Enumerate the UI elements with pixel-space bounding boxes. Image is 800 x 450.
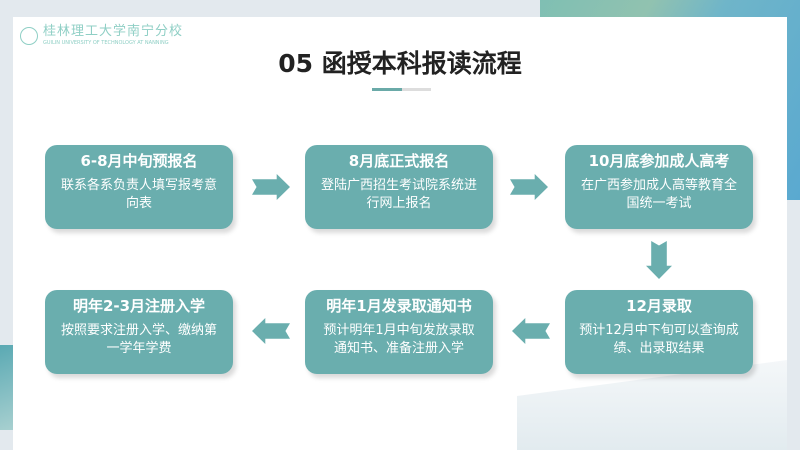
step-title: 12月录取 (626, 297, 692, 315)
step-desc: 在广西参加成人高等教育全国统一考试 (580, 178, 737, 211)
title-underline (372, 88, 431, 91)
step-1: 6-8月中旬预报名联系各系负责人填写报考意向表 (45, 145, 233, 229)
step-title: 10月底参加成人高考 (588, 152, 730, 170)
step-desc: 登陆广西招生考试院系统进行网上报名 (320, 178, 477, 211)
step-5: 明年1月发录取通知书预计明年1月中旬发放录取通知书、准备注册入学 (305, 290, 493, 374)
step-6: 明年2-3月注册入学按照要求注册入学、缴纳第一学年学费 (45, 290, 233, 374)
step-desc: 按照要求注册入学、缴纳第一学年学费 (60, 323, 217, 356)
step-title: 8月底正式报名 (348, 152, 450, 170)
step-desc: 预计明年1月中旬发放录取通知书、准备注册入学 (323, 323, 475, 356)
step-4: 12月录取预计12月中下旬可以查询成绩、出录取结果 (565, 290, 753, 374)
background-decoration (0, 345, 14, 430)
seal-icon (20, 26, 38, 45)
logo-subtext: GUILIN UNIVERSITY OF TECHNOLOGY AT NANNI… (43, 40, 169, 46)
step-title: 明年1月发录取通知书 (326, 297, 472, 315)
university-logo: 桂林理工大学南宁分校 GUILIN UNIVERSITY OF TECHNOLO… (20, 24, 183, 47)
step-2: 8月底正式报名登陆广西招生考试院系统进行网上报名 (305, 145, 493, 229)
logo-text-group: 桂林理工大学南宁分校 GUILIN UNIVERSITY OF TECHNOLO… (43, 24, 183, 47)
step-title: 明年2-3月注册入学 (72, 297, 206, 315)
slide (13, 17, 787, 450)
page-title: 05 函授本科报读流程 (278, 49, 522, 78)
step-3: 10月底参加成人高考在广西参加成人高等教育全国统一考试 (565, 145, 753, 229)
step-title: 6-8月中旬预报名 (80, 152, 198, 170)
logo-text: 桂林理工大学南宁分校 (43, 24, 184, 39)
step-desc: 预计12月中下旬可以查询成绩、出录取结果 (579, 323, 739, 356)
step-desc: 联系各系负责人填写报考意向表 (60, 178, 217, 211)
